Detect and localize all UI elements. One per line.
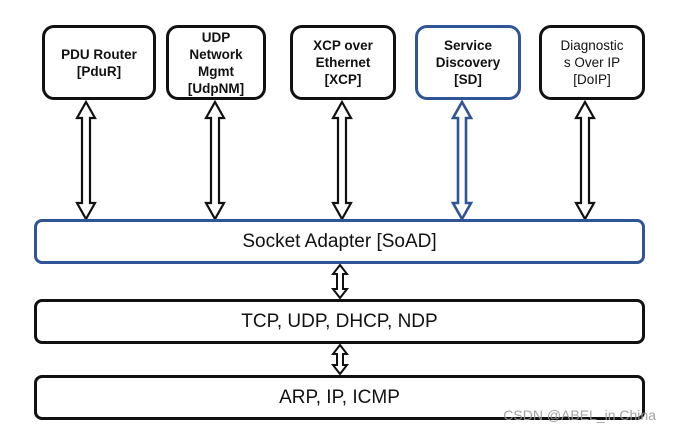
watermark: CSDN @ABEL_in China	[503, 407, 656, 423]
double-arrow-shape	[330, 343, 350, 376]
module-line: [UdpNM]	[187, 80, 245, 96]
module-line: [DoIP]	[573, 72, 611, 87]
double-arrow-shape	[450, 99, 474, 222]
arrow-pdur-soad	[75, 99, 97, 222]
module-line: Service	[443, 38, 493, 53]
module-line: Mgmt	[197, 63, 234, 79]
module-line: Network	[189, 46, 243, 62]
double-arrow-shape	[75, 99, 97, 222]
module-line: Discovery	[435, 55, 501, 70]
module-line: PDU Router	[61, 46, 137, 62]
module-line: s Over IP	[563, 55, 621, 70]
layer-label: Socket Adapter [SoAD]	[242, 230, 437, 252]
module-line: Diagnostic	[560, 38, 624, 53]
layer-socket-adapter: Socket Adapter [SoAD]	[34, 219, 645, 264]
module-line: UDP	[201, 29, 231, 45]
module-line: Ethernet	[315, 55, 371, 70]
arrow-xcp-soad	[331, 99, 353, 222]
module-line: [PduR]	[76, 63, 122, 79]
layer-label: ARP, IP, ICMP	[279, 386, 400, 408]
layer-transport: TCP, UDP, DHCP, NDP	[34, 299, 645, 344]
double-arrow-shape	[204, 99, 226, 222]
arrow-transport-network	[330, 343, 350, 376]
layer-label: TCP, UDP, DHCP, NDP	[241, 310, 438, 332]
module-diagnostics-over-ip: Diagnostic s Over IP [DoIP]	[539, 25, 645, 100]
module-udp-network-mgmt: UDP Network Mgmt [UdpNM]	[166, 25, 266, 100]
layer-network: ARP, IP, ICMP	[34, 375, 645, 420]
module-line: [XCP]	[324, 72, 362, 87]
module-xcp-over-ethernet: XCP over Ethernet [XCP]	[290, 25, 396, 100]
double-arrow-shape	[330, 263, 350, 300]
arrow-doip-soad	[574, 99, 596, 222]
module-pdu-router: PDU Router [PduR]	[42, 25, 156, 100]
arrow-soad-transport	[330, 263, 350, 300]
module-line: XCP over	[313, 38, 373, 53]
module-line: [SD]	[454, 72, 482, 87]
double-arrow-shape	[574, 99, 596, 222]
arrow-udpnm-soad	[204, 99, 226, 222]
double-arrow-shape	[331, 99, 353, 222]
arrow-sd-soad	[450, 99, 474, 222]
module-service-discovery: Service Discovery [SD]	[415, 25, 521, 100]
